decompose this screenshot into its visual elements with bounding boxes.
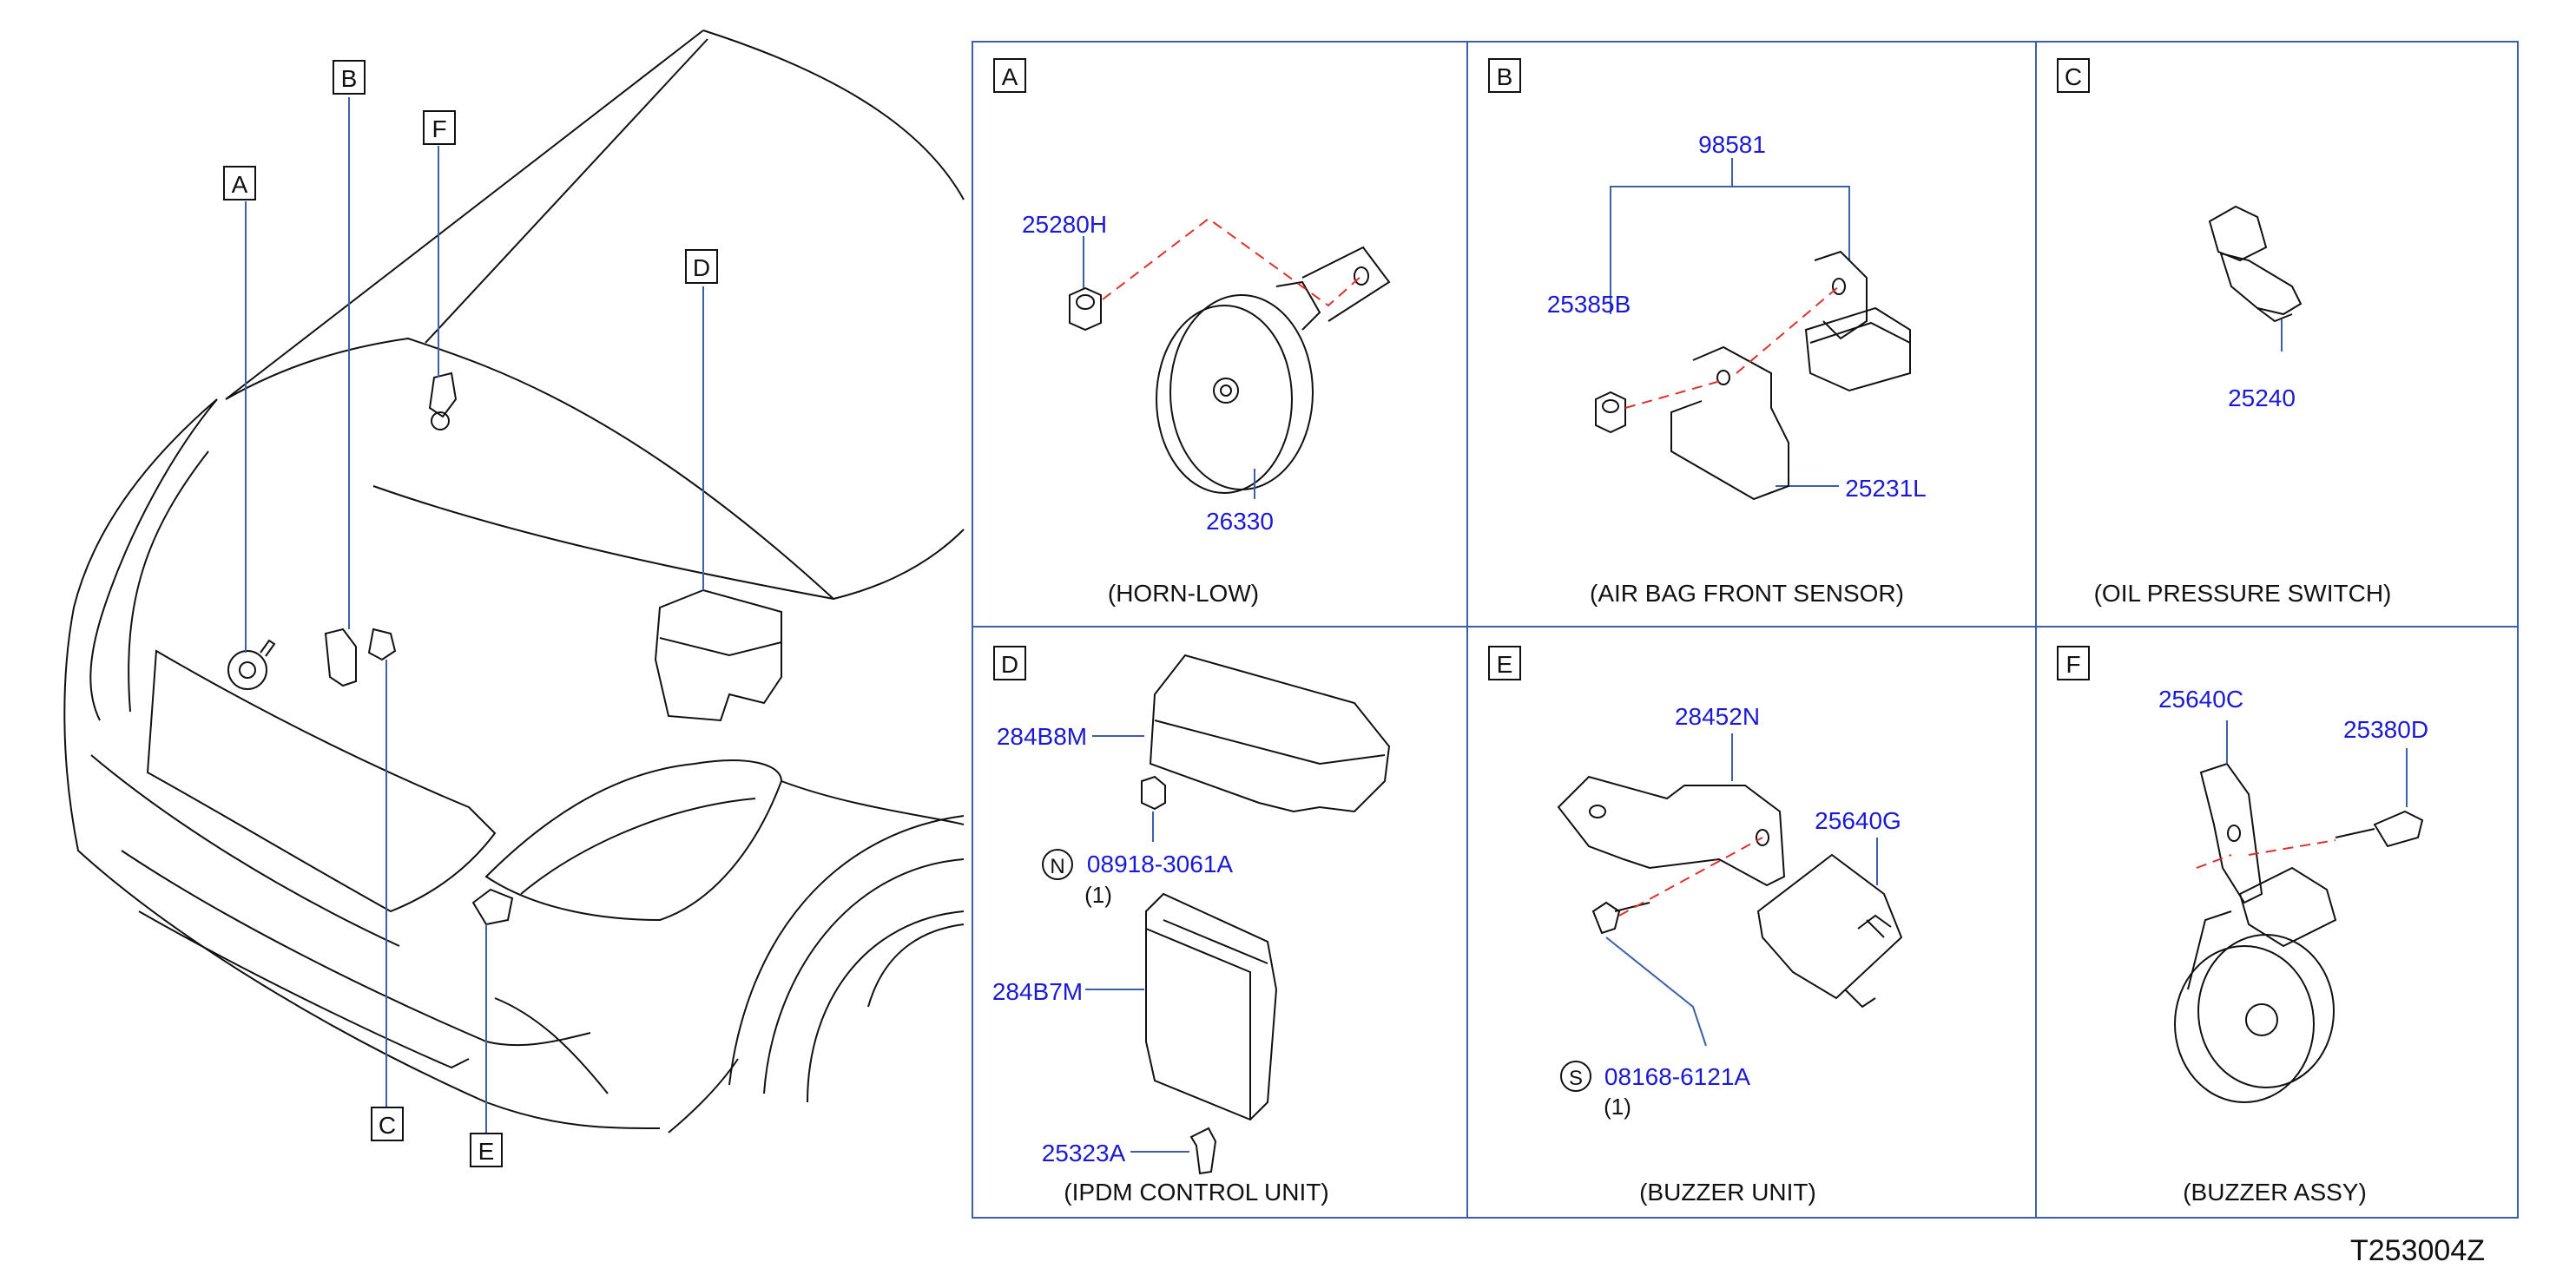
overview-leaders — [245, 97, 704, 1135]
callout-label-c: C — [379, 1112, 396, 1139]
ipdm-drawing — [1141, 654, 1391, 1175]
buzzer-unit-drawing — [1557, 775, 1903, 1009]
panel-f-caption: (BUZZER ASSY) — [2183, 1179, 2367, 1206]
part-25380d[interactable]: 25380D — [2343, 716, 2428, 743]
part-284b8m[interactable]: 284B8M — [997, 723, 1087, 750]
qty-s: (1) — [1604, 1094, 1631, 1120]
buzzer-assy-drawing — [2174, 762, 2424, 1103]
panel-a-letter: A — [1002, 63, 1018, 90]
sensor-drawing — [1595, 250, 1911, 501]
callout-label-a: A — [232, 171, 248, 198]
vehicle-overview — [63, 30, 965, 1134]
callout-label-f: F — [432, 115, 446, 142]
part-25640g[interactable]: 25640G — [1815, 807, 1901, 834]
part-25280h[interactable]: 25280H — [1022, 211, 1107, 238]
panel-b-caption: (AIR BAG FRONT SENSOR) — [1590, 580, 1904, 607]
callout-b: B — [333, 60, 366, 95]
part-26330[interactable]: 26330 — [1206, 508, 1274, 535]
panel-b: B 98581 25385B 25231L (AIR BAG FRONT SEN… — [1488, 58, 1927, 607]
panel-d-caption: (IPDM CONTROL UNIT) — [1064, 1179, 1328, 1206]
panel-d-letter: D — [1001, 651, 1018, 678]
panel-f-letter: F — [2065, 651, 2080, 678]
overview-callouts: A B F D C E — [223, 60, 718, 1167]
panel-d: D 284B8M N 08918-3061A (1) 284B7M 25323A… — [992, 646, 1391, 1206]
panel-a: A 25280H 26330 (HORN-LOW) — [993, 58, 1391, 607]
callout-f: F — [423, 110, 456, 145]
part-98581[interactable]: 98581 — [1698, 131, 1766, 158]
panel-e-caption: (BUZZER UNIT) — [1639, 1179, 1816, 1206]
figure-id: T253004Z — [2350, 1234, 2485, 1267]
part-25640c[interactable]: 25640C — [2158, 686, 2243, 713]
panel-e: E 28452N 25640G S 08168-6121A (1) (BUZZE… — [1488, 646, 1903, 1206]
part-25323a[interactable]: 25323A — [1042, 1140, 1126, 1166]
circle-s: S — [1569, 1067, 1583, 1090]
callout-d: D — [685, 249, 718, 284]
callout-label-d: D — [693, 254, 710, 281]
panel-e-letter: E — [1497, 651, 1513, 678]
panel-f: F 25640C 25380D (BUZZER ASSY) — [2057, 646, 2428, 1206]
part-08168-6121a[interactable]: 08168-6121A — [1604, 1063, 1750, 1090]
panel-grid — [972, 41, 2519, 1219]
callout-c: C — [371, 1107, 404, 1141]
dash-line — [1102, 217, 1362, 307]
circle-n: N — [1050, 855, 1064, 878]
bracket-leader — [1610, 158, 1850, 487]
panel-c-letter: C — [2065, 63, 2082, 90]
panel-c: C 25240 (OIL PRESSURE SWITCH) — [2057, 58, 2392, 607]
callout-label-b: B — [341, 65, 358, 92]
horn-drawing — [1069, 246, 1391, 494]
part-08918-3061a[interactable]: 08918-3061A — [1087, 851, 1233, 877]
part-284b7m[interactable]: 284B7M — [992, 978, 1083, 1005]
part-25231l[interactable]: 25231L — [1845, 475, 1926, 502]
part-25240[interactable]: 25240 — [2228, 384, 2296, 411]
callout-e: E — [470, 1133, 503, 1167]
part-28452n[interactable]: 28452N — [1675, 703, 1760, 730]
panel-b-letter: B — [1497, 63, 1513, 90]
qty-n: (1) — [1084, 882, 1112, 908]
pressure-switch-drawing — [2208, 205, 2303, 323]
callout-label-e: E — [478, 1138, 495, 1165]
panel-a-caption: (HORN-LOW) — [1108, 580, 1259, 607]
part-25385b[interactable]: 25385B — [1547, 291, 1631, 318]
callout-a: A — [223, 166, 256, 200]
panel-c-caption: (OIL PRESSURE SWITCH) — [2094, 580, 2392, 607]
